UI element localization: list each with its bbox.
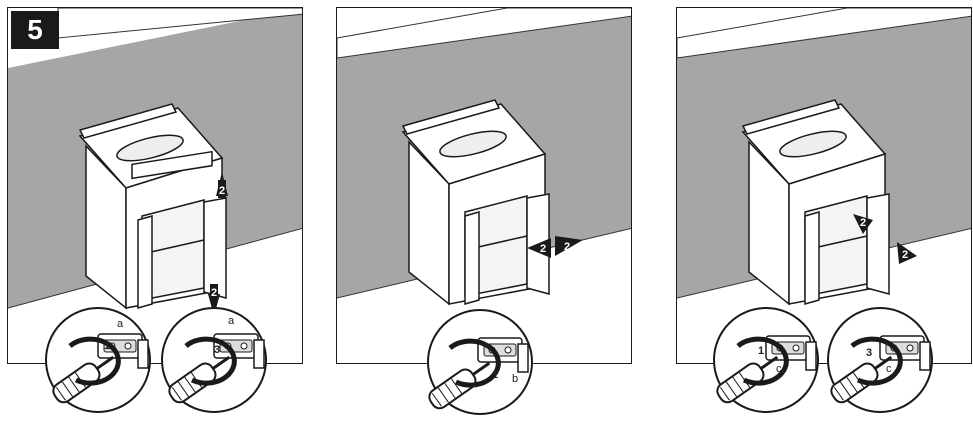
arrow-number: 2 [564,241,570,253]
arrow-number: 2 [860,217,866,229]
panel-3-vanity-door-depth-adjust: 2 2 [676,7,972,364]
step-number-badge: 5 [11,11,59,49]
right-door-open [203,197,227,299]
adjust-arrow-left: 2 [527,238,551,258]
backsplash [401,99,501,135]
left-door-open [137,215,153,309]
detail-label: c [776,363,782,375]
panel-2-vanity-door-side-adjust: 2 2 [336,7,632,364]
left-door-open [464,211,480,305]
arrow-number: 2 [902,249,908,261]
backsplash [78,103,178,139]
detail-arrow-number: 1 [492,369,498,381]
adjust-arrow-in: 2 [853,214,873,234]
vanity-cabinet [78,103,227,310]
detail-label: b [512,373,518,385]
adjust-arrow-up: 2 [216,172,228,198]
vanity-cabinet [741,99,890,306]
ceiling-trim [677,8,971,59]
sink-basin [116,134,184,162]
arrow-number: 2 [219,185,225,197]
arrow-number: 2 [540,243,546,255]
detail-label: c [886,363,892,375]
right-door-open [866,193,890,295]
backsplash [741,99,841,135]
adjust-arrow-right: 2 [555,236,583,256]
panel-3-illustration: 2 2 [677,8,971,306]
sink-basin [779,130,847,158]
panel-1-vanity-door-up-adjust: 2 2 [7,7,303,364]
sink-basin [439,130,507,158]
panel-1-illustration: 2 2 [8,8,302,316]
adjust-arrow-out: 2 [897,242,917,264]
vanity-cabinet [401,99,550,306]
ceiling-trim [337,8,631,59]
adjust-arrow-down: 2 [208,284,220,316]
drawer [131,150,213,180]
arrow-number: 2 [211,287,217,299]
panel-2-illustration: 2 2 [337,8,631,306]
left-door-open [804,211,820,305]
